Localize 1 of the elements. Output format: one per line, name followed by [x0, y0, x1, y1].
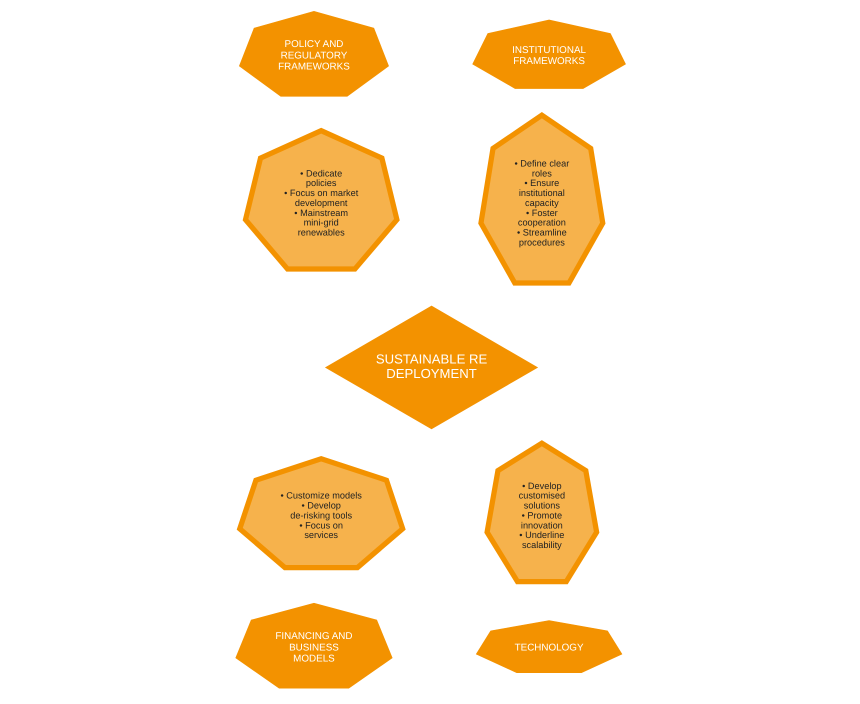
node-diamond: SUSTAINABLE RE DEPLOYMENT: [324, 306, 538, 430]
